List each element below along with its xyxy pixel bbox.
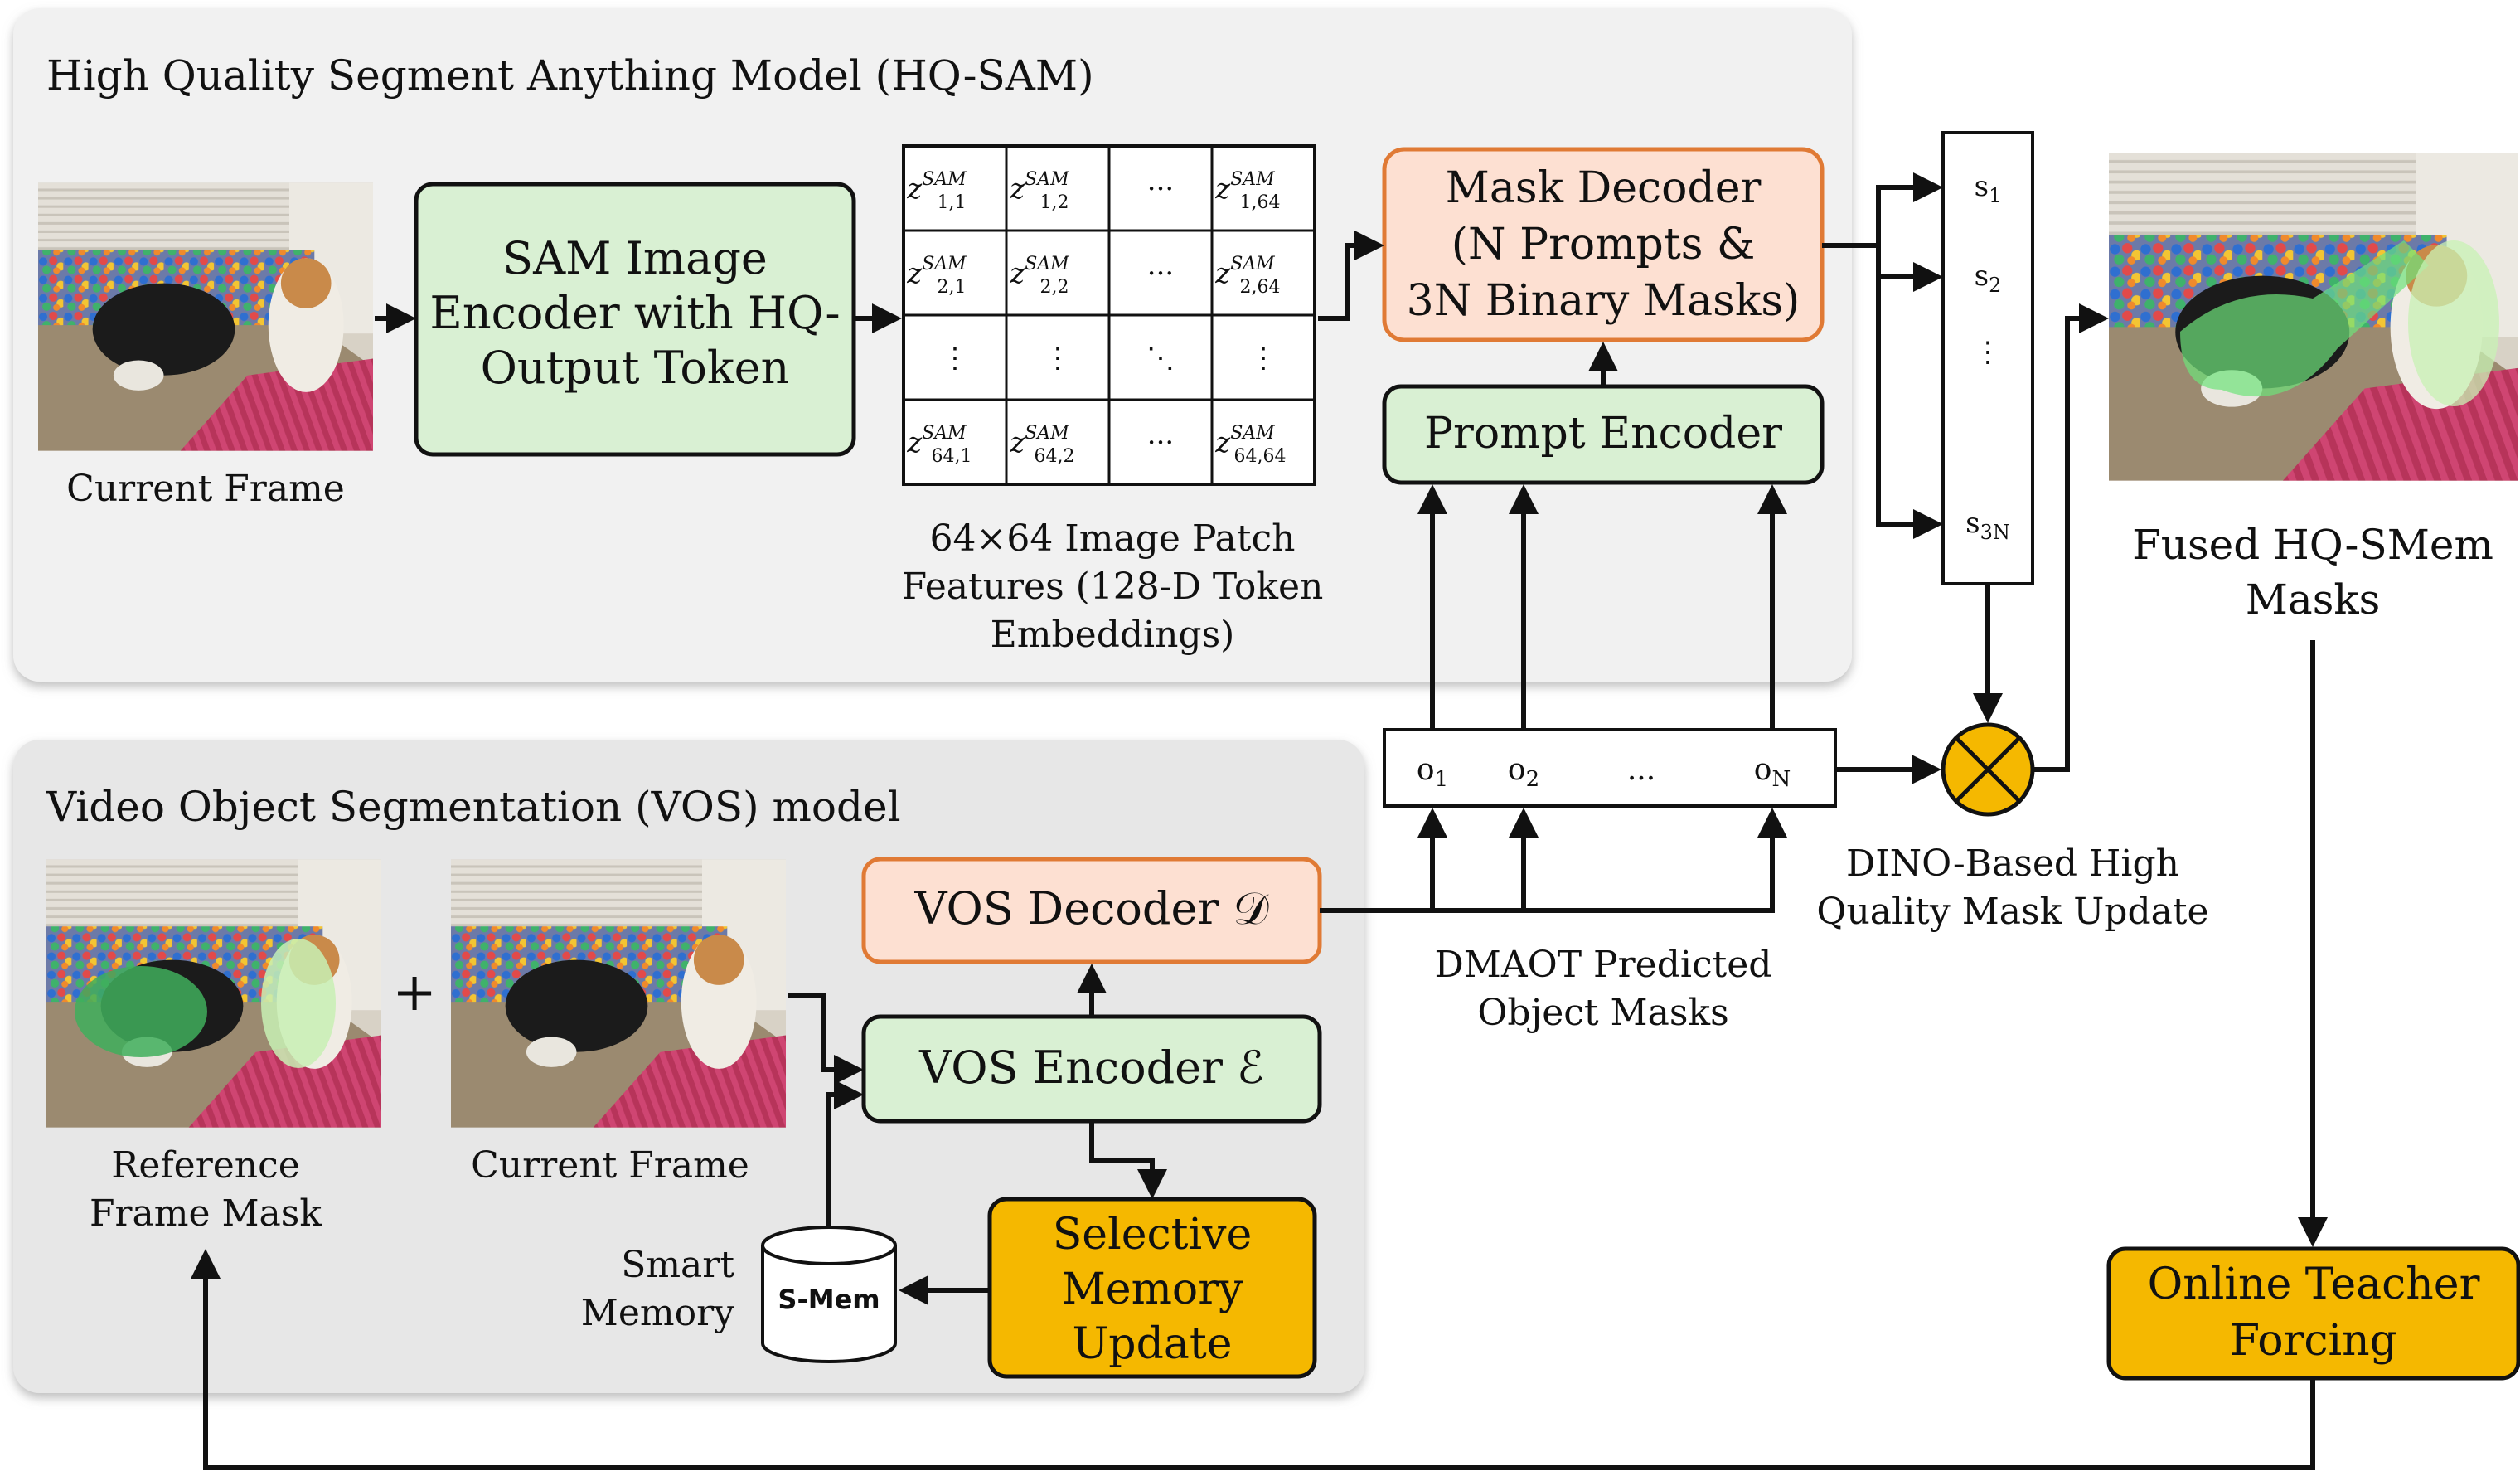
patch-cell-r2-c3: ··· (1147, 257, 1174, 290)
object-mask-4: oN (1754, 753, 1791, 792)
patch-grid-caption-3: Embeddings) (991, 614, 1235, 656)
patch-cell-r3-c4: ⋮ (1249, 342, 1277, 375)
object-masks-caption-2: Object Masks (1477, 992, 1728, 1034)
patch-cell-r1-c3: ··· (1147, 172, 1174, 206)
score-4: s3N (1965, 507, 2010, 544)
fusion-caption-2: Quality Mask Update (1816, 891, 2208, 933)
scores-box (1941, 131, 2034, 585)
score-1: s1 (1975, 170, 2002, 207)
arrow-vos-decoder-to-o2 (1432, 808, 1539, 913)
object-masks-caption-1: DMAOT Predicted (1435, 944, 1772, 986)
arrow-frame-to-vos-encoder (788, 993, 864, 1085)
arrow-grid-to-mask-decoder (1318, 231, 1384, 321)
reference-frame-mask-label-2: Frame Mask (90, 1192, 322, 1235)
patch-cell-r3-c2: ⋮ (1044, 342, 1072, 375)
patch-grid-caption-1: 64×64 Image Patch (930, 517, 1296, 560)
selective-memory-line-3: Update (1072, 1319, 1232, 1369)
arrow-mask-decoder-to-s3n (1876, 277, 1943, 539)
patch-cell-r4-c3: ··· (1147, 426, 1174, 459)
reference-frame-mask-label-1: Reference (111, 1144, 300, 1187)
arrow-smem-to-vos-encoder (826, 1080, 864, 1227)
arrow-fusion-to-fused-masks (2033, 303, 2109, 772)
vos-decoder-label: VOS Decoder 𝒟 (914, 882, 1269, 935)
teacher-forcing-line-1: Online Teacher (2148, 1260, 2480, 1309)
current-frame-top-label: Current Frame (66, 468, 345, 510)
prompt-encoder-label: Prompt Encoder (1424, 409, 1782, 459)
mask-decoder-line-3: 3N Binary Masks) (1407, 276, 1800, 326)
plus-sign: + (392, 962, 437, 1023)
fusion-caption-1: DINO-Based High (1846, 842, 2179, 885)
vos-panel-title: Video Object Segmentation (VOS) model (46, 783, 901, 831)
object-mask-2: o2 (1508, 753, 1539, 792)
fusion-operator-icon (1941, 722, 2035, 817)
arrow-vos-encoder-to-selective (1089, 1121, 1167, 1199)
arrow-mask-decoder-to-s1 (1822, 172, 1943, 248)
sam-image-encoder-line-3: Output Token (481, 342, 790, 394)
arrow-teacher-forcing-feedback (191, 1249, 2315, 1470)
mask-decoder-line-2: (N Prompts & (1451, 220, 1755, 269)
object-mask-1: o1 (1417, 753, 1448, 792)
mask-decoder-line-1: Mask Decoder (1446, 163, 1762, 213)
selective-memory-line-2: Memory (1062, 1265, 1243, 1314)
vos-encoder-label: VOS Encoder ℰ (918, 1041, 1264, 1094)
fused-masks-image (2109, 153, 2518, 481)
sam-image-encoder-line-2: Encoder with HQ- (429, 287, 840, 339)
sam-image-encoder-line-1: SAM Image (502, 232, 768, 284)
patch-cell-r3-c3: ⋱ (1146, 342, 1175, 375)
current-frame-top-image (38, 182, 373, 451)
patch-cell-r3-c1: ⋮ (941, 342, 969, 375)
current-frame-bottom-label: Current Frame (471, 1144, 749, 1187)
teacher-forcing-line-2: Forcing (2230, 1316, 2397, 1366)
patch-grid-caption-2: Features (128-D Token (902, 566, 1324, 608)
arrow-vos-decoder-to-oN (1524, 808, 1787, 913)
score-2: s2 (1975, 260, 2002, 297)
smem-label: S-Mem (778, 1284, 880, 1315)
connectors (191, 172, 2328, 1470)
reference-frame-mask-image (46, 859, 381, 1128)
smart-memory-label-2: Memory (581, 1292, 734, 1334)
current-frame-bottom-image (451, 859, 786, 1128)
hq-sam-panel-title: High Quality Segment Anything Model (HQ-… (46, 51, 1094, 100)
fused-masks-label-2: Masks (2246, 575, 2381, 624)
object-mask-3: ... (1627, 753, 1655, 787)
score-3: ⋮ (1974, 336, 2002, 369)
fused-masks-label-1: Fused HQ-SMem (2132, 521, 2493, 569)
selective-memory-line-1: Selective (1053, 1210, 1253, 1260)
smart-memory-label-1: Smart (621, 1244, 734, 1286)
arrow-mask-decoder-to-s2 (1876, 245, 1943, 292)
